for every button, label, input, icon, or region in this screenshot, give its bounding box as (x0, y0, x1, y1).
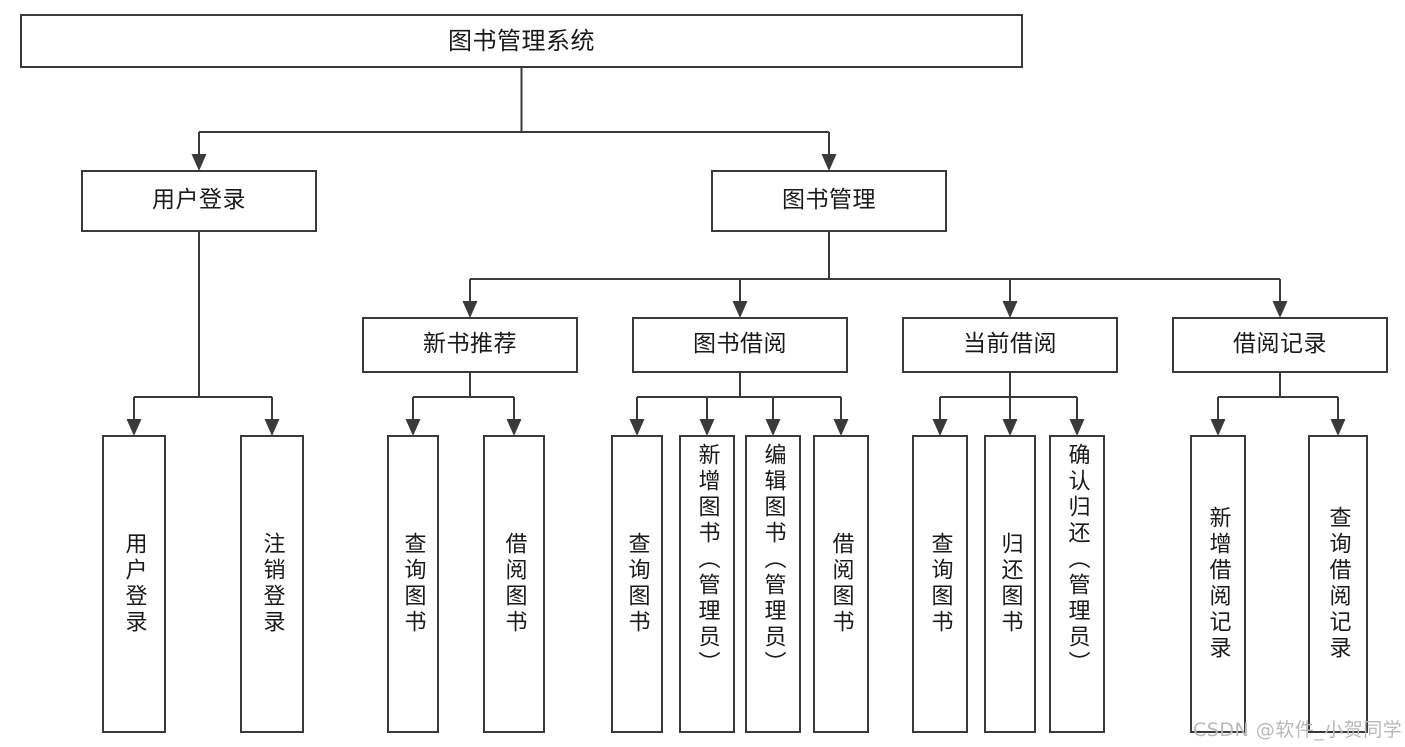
node-label: 借阅记录 (1233, 331, 1327, 358)
node-current[interactable]: 当前借阅 (902, 317, 1118, 373)
arrow-head-icon (932, 419, 948, 436)
node-label: 新增图书（管理员） (694, 443, 720, 677)
arrow-head-icon (191, 154, 207, 171)
arrow-head-icon (1272, 301, 1288, 318)
node-label: 归还图书 (997, 532, 1023, 636)
arrow-head-icon (629, 419, 645, 436)
arrow-head-icon (405, 419, 421, 436)
node-label: 图书借阅 (693, 331, 787, 358)
node-leaf9[interactable]: 查询图书 (912, 435, 968, 733)
node-label: 当前借阅 (963, 331, 1057, 358)
arrow-head-icon (833, 419, 849, 436)
csdn-watermark: CSDN @软件_小贺同学 (1193, 719, 1403, 741)
node-records[interactable]: 借阅记录 (1172, 317, 1388, 373)
node-label: 查询图书 (400, 532, 426, 636)
arrow-head-icon (732, 301, 748, 318)
arrow-head-icon (765, 419, 781, 436)
node-label: 查询图书 (624, 532, 650, 636)
node-leaf13[interactable]: 查询借阅记录 (1308, 435, 1368, 733)
node-leaf6[interactable]: 新增图书（管理员） (679, 435, 735, 733)
node-label: 用户登录 (152, 187, 246, 214)
arrow-head-icon (699, 419, 715, 436)
arrow-head-icon (1002, 419, 1018, 436)
node-label: 用户登录 (121, 532, 147, 636)
node-leaf11[interactable]: 确认归还（管理员） (1049, 435, 1105, 733)
arrow-head-icon (264, 419, 280, 436)
arrow-head-icon (462, 301, 478, 318)
node-label: 图书管理 (782, 187, 876, 214)
node-label: 确认归还（管理员） (1064, 443, 1090, 677)
arrow-head-icon (1069, 419, 1085, 436)
arrow-head-icon (1210, 419, 1226, 436)
arrow-head-icon (126, 419, 142, 436)
node-label: 新增借阅记录 (1205, 506, 1231, 662)
node-label: 借阅图书 (501, 532, 527, 636)
node-label: 查询借阅记录 (1325, 506, 1351, 662)
arrow-head-icon (506, 419, 522, 436)
node-leaf10[interactable]: 归还图书 (984, 435, 1036, 733)
node-label: 借阅图书 (828, 532, 854, 636)
node-leaf12[interactable]: 新增借阅记录 (1190, 435, 1246, 733)
node-leaf5[interactable]: 查询图书 (611, 435, 663, 733)
node-leaf3[interactable]: 查询图书 (387, 435, 439, 733)
arrow-head-icon (1330, 419, 1346, 436)
node-label: 注销登录 (259, 532, 285, 636)
arrow-head-icon (821, 154, 837, 171)
node-leaf8[interactable]: 借阅图书 (813, 435, 869, 733)
node-label: 图书管理系统 (448, 26, 595, 55)
node-leaf4[interactable]: 借阅图书 (483, 435, 545, 733)
node-login[interactable]: 用户登录 (81, 170, 317, 232)
arrow-head-icon (1002, 301, 1018, 318)
node-label: 查询图书 (927, 532, 953, 636)
node-label: 编辑图书（管理员） (760, 443, 786, 677)
node-label: 新书推荐 (423, 331, 517, 358)
node-leaf2[interactable]: 注销登录 (240, 435, 304, 733)
node-bookmgmt[interactable]: 图书管理 (711, 170, 947, 232)
node-root[interactable]: 图书管理系统 (20, 14, 1023, 68)
node-leaf1[interactable]: 用户登录 (102, 435, 166, 733)
node-borrow[interactable]: 图书借阅 (632, 317, 848, 373)
node-leaf7[interactable]: 编辑图书（管理员） (745, 435, 801, 733)
node-newbook[interactable]: 新书推荐 (362, 317, 578, 373)
